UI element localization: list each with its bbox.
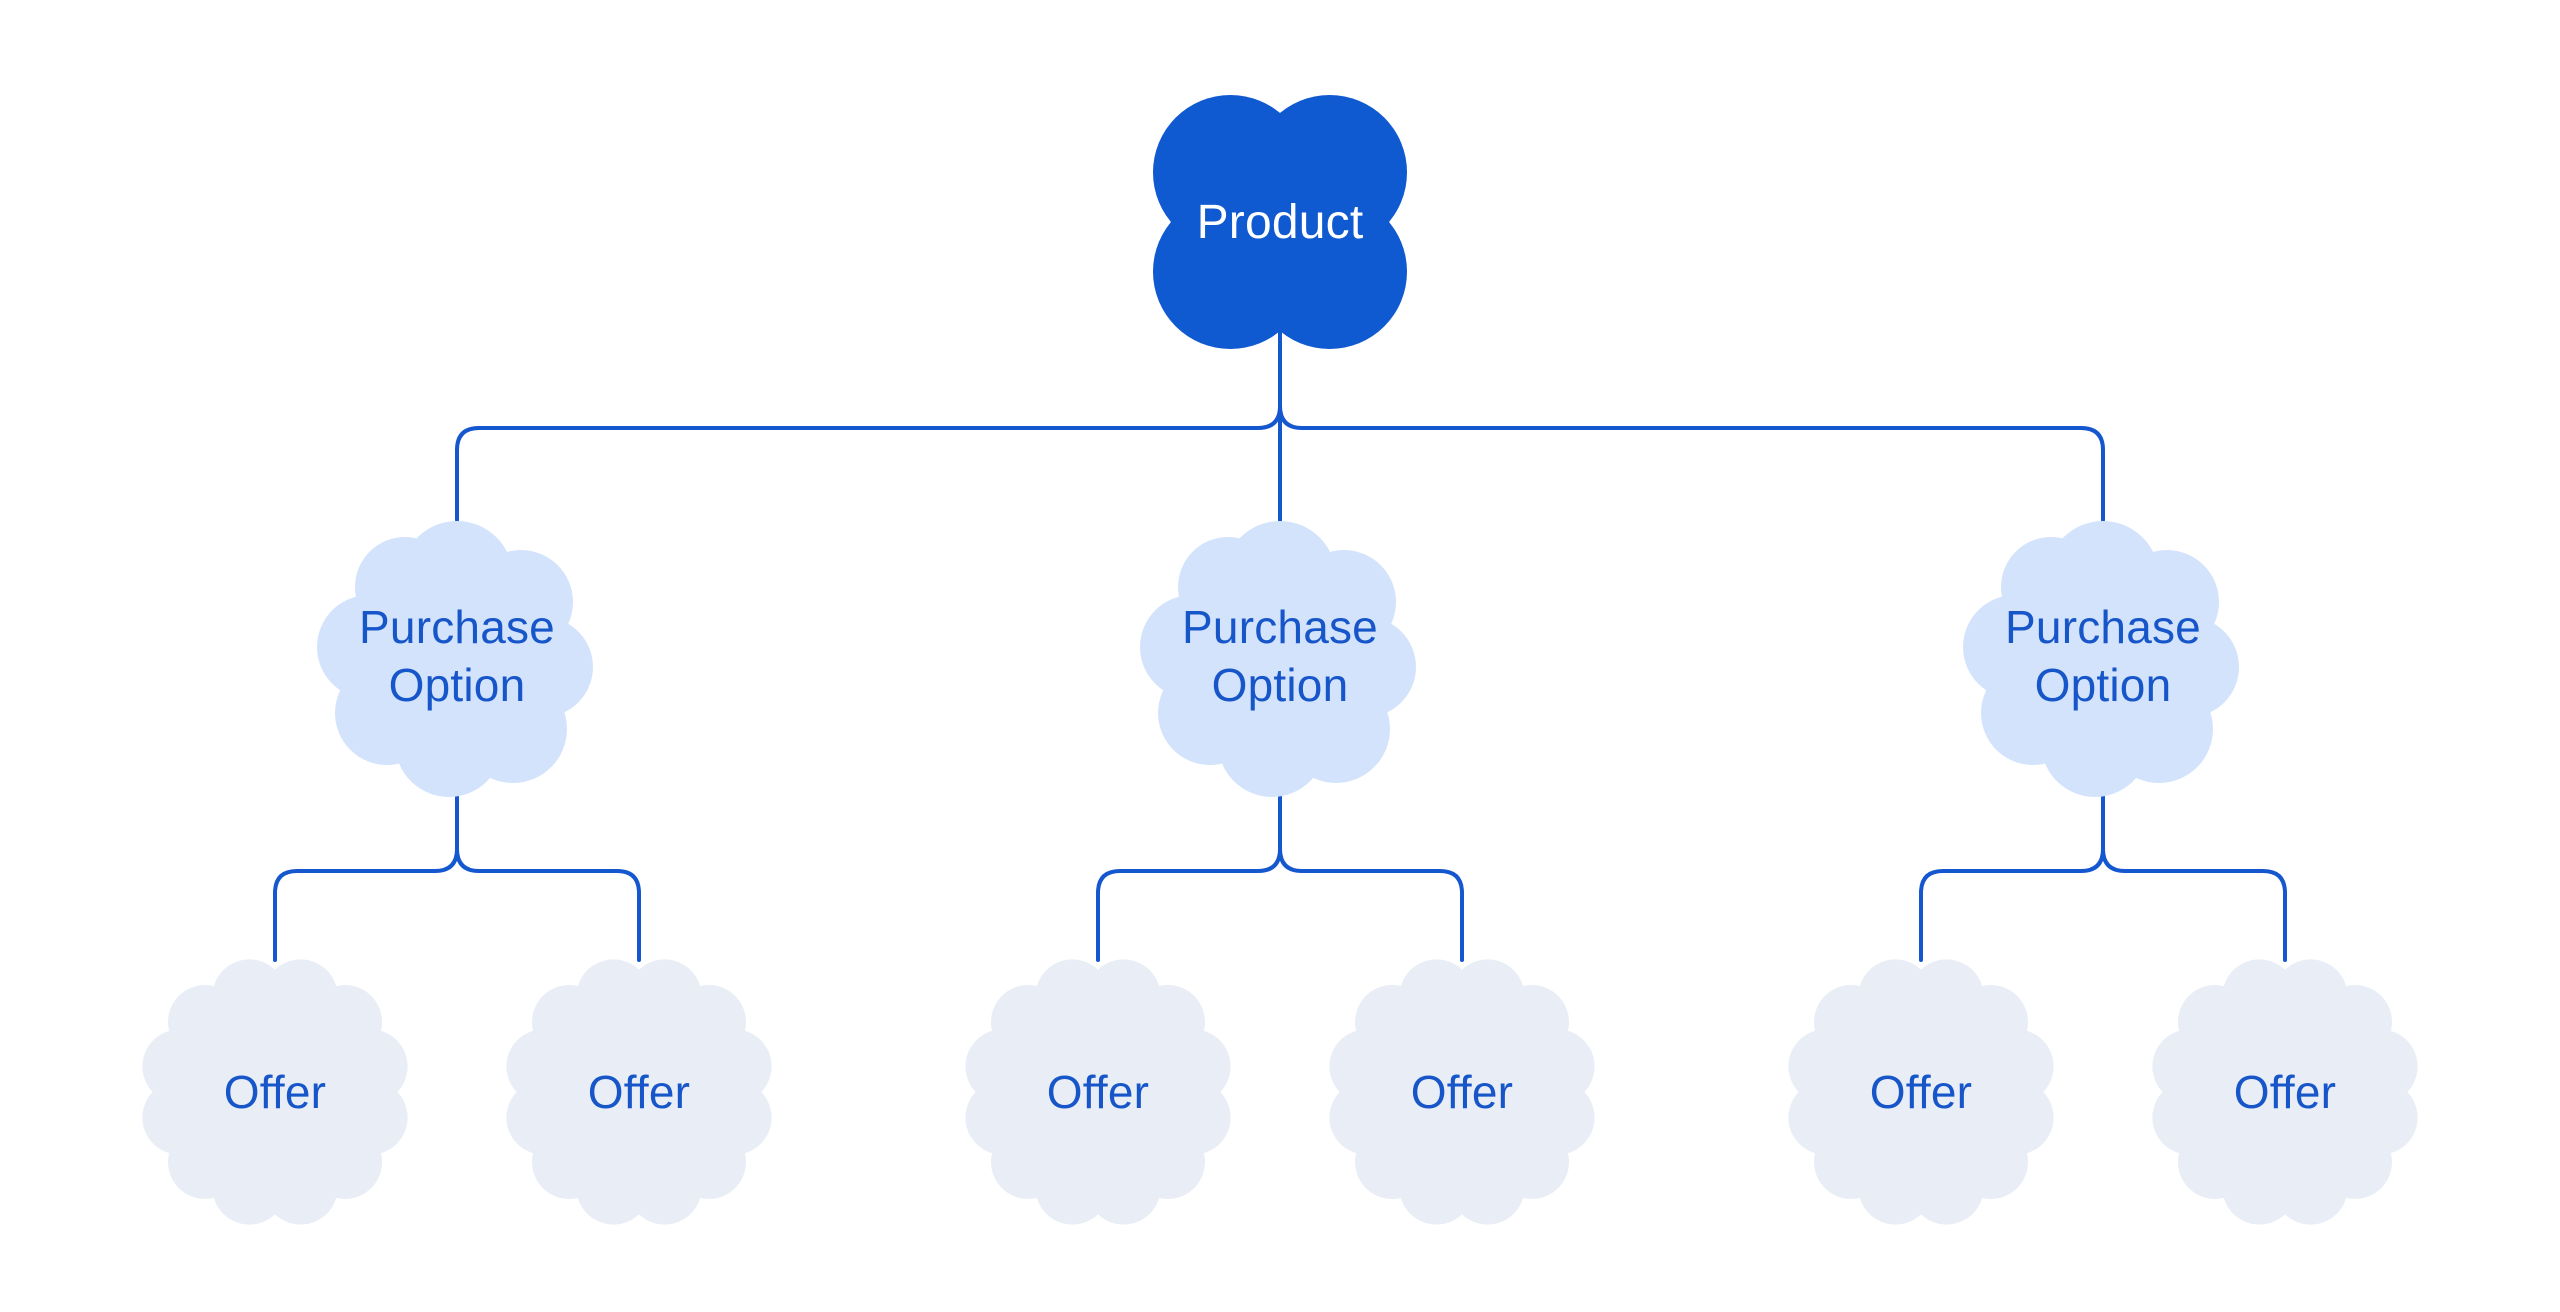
product-node: Product [1151, 93, 1409, 351]
connector-option-1-to-offer-2 [455, 788, 641, 962]
offer-node-4: Offer [1326, 956, 1598, 1228]
offer-node-1: Offer [139, 956, 411, 1228]
offer-label: Offer [587, 1066, 691, 1118]
connector-option-3-to-offer-2 [2101, 788, 2287, 962]
offer-label: Offer [2233, 1066, 2337, 1118]
purchase-option-node-2: Purchase Option [1140, 517, 1420, 797]
offer-node-6: Offer [2149, 956, 2421, 1228]
connector-root-to-option-1 [455, 404, 1282, 522]
offer-label: Offer [1046, 1066, 1150, 1118]
offer-node-5: Offer [1785, 956, 2057, 1228]
connector-option-2-to-offer-2 [1278, 788, 1464, 962]
connector-option-1-to-offer-1 [273, 788, 459, 962]
purchase-option-label: Purchase Option [2005, 601, 2201, 711]
offer-label: Offer [223, 1066, 327, 1118]
connector-option-3-to-offer-1 [1919, 788, 2105, 962]
connector-option-2-to-offer-1 [1096, 788, 1282, 962]
offer-node-2: Offer [503, 956, 775, 1228]
purchase-option-label: Purchase Option [1182, 601, 1378, 711]
purchase-option-node-3: Purchase Option [1963, 517, 2243, 797]
connector-root-to-option-3 [1278, 404, 2105, 522]
product-label: Product [1196, 195, 1364, 249]
offer-label: Offer [1410, 1066, 1514, 1118]
offer-label: Offer [1869, 1066, 1973, 1118]
offer-node-3: Offer [962, 956, 1234, 1228]
purchase-option-node-1: Purchase Option [317, 517, 597, 797]
purchase-option-label: Purchase Option [359, 601, 555, 711]
